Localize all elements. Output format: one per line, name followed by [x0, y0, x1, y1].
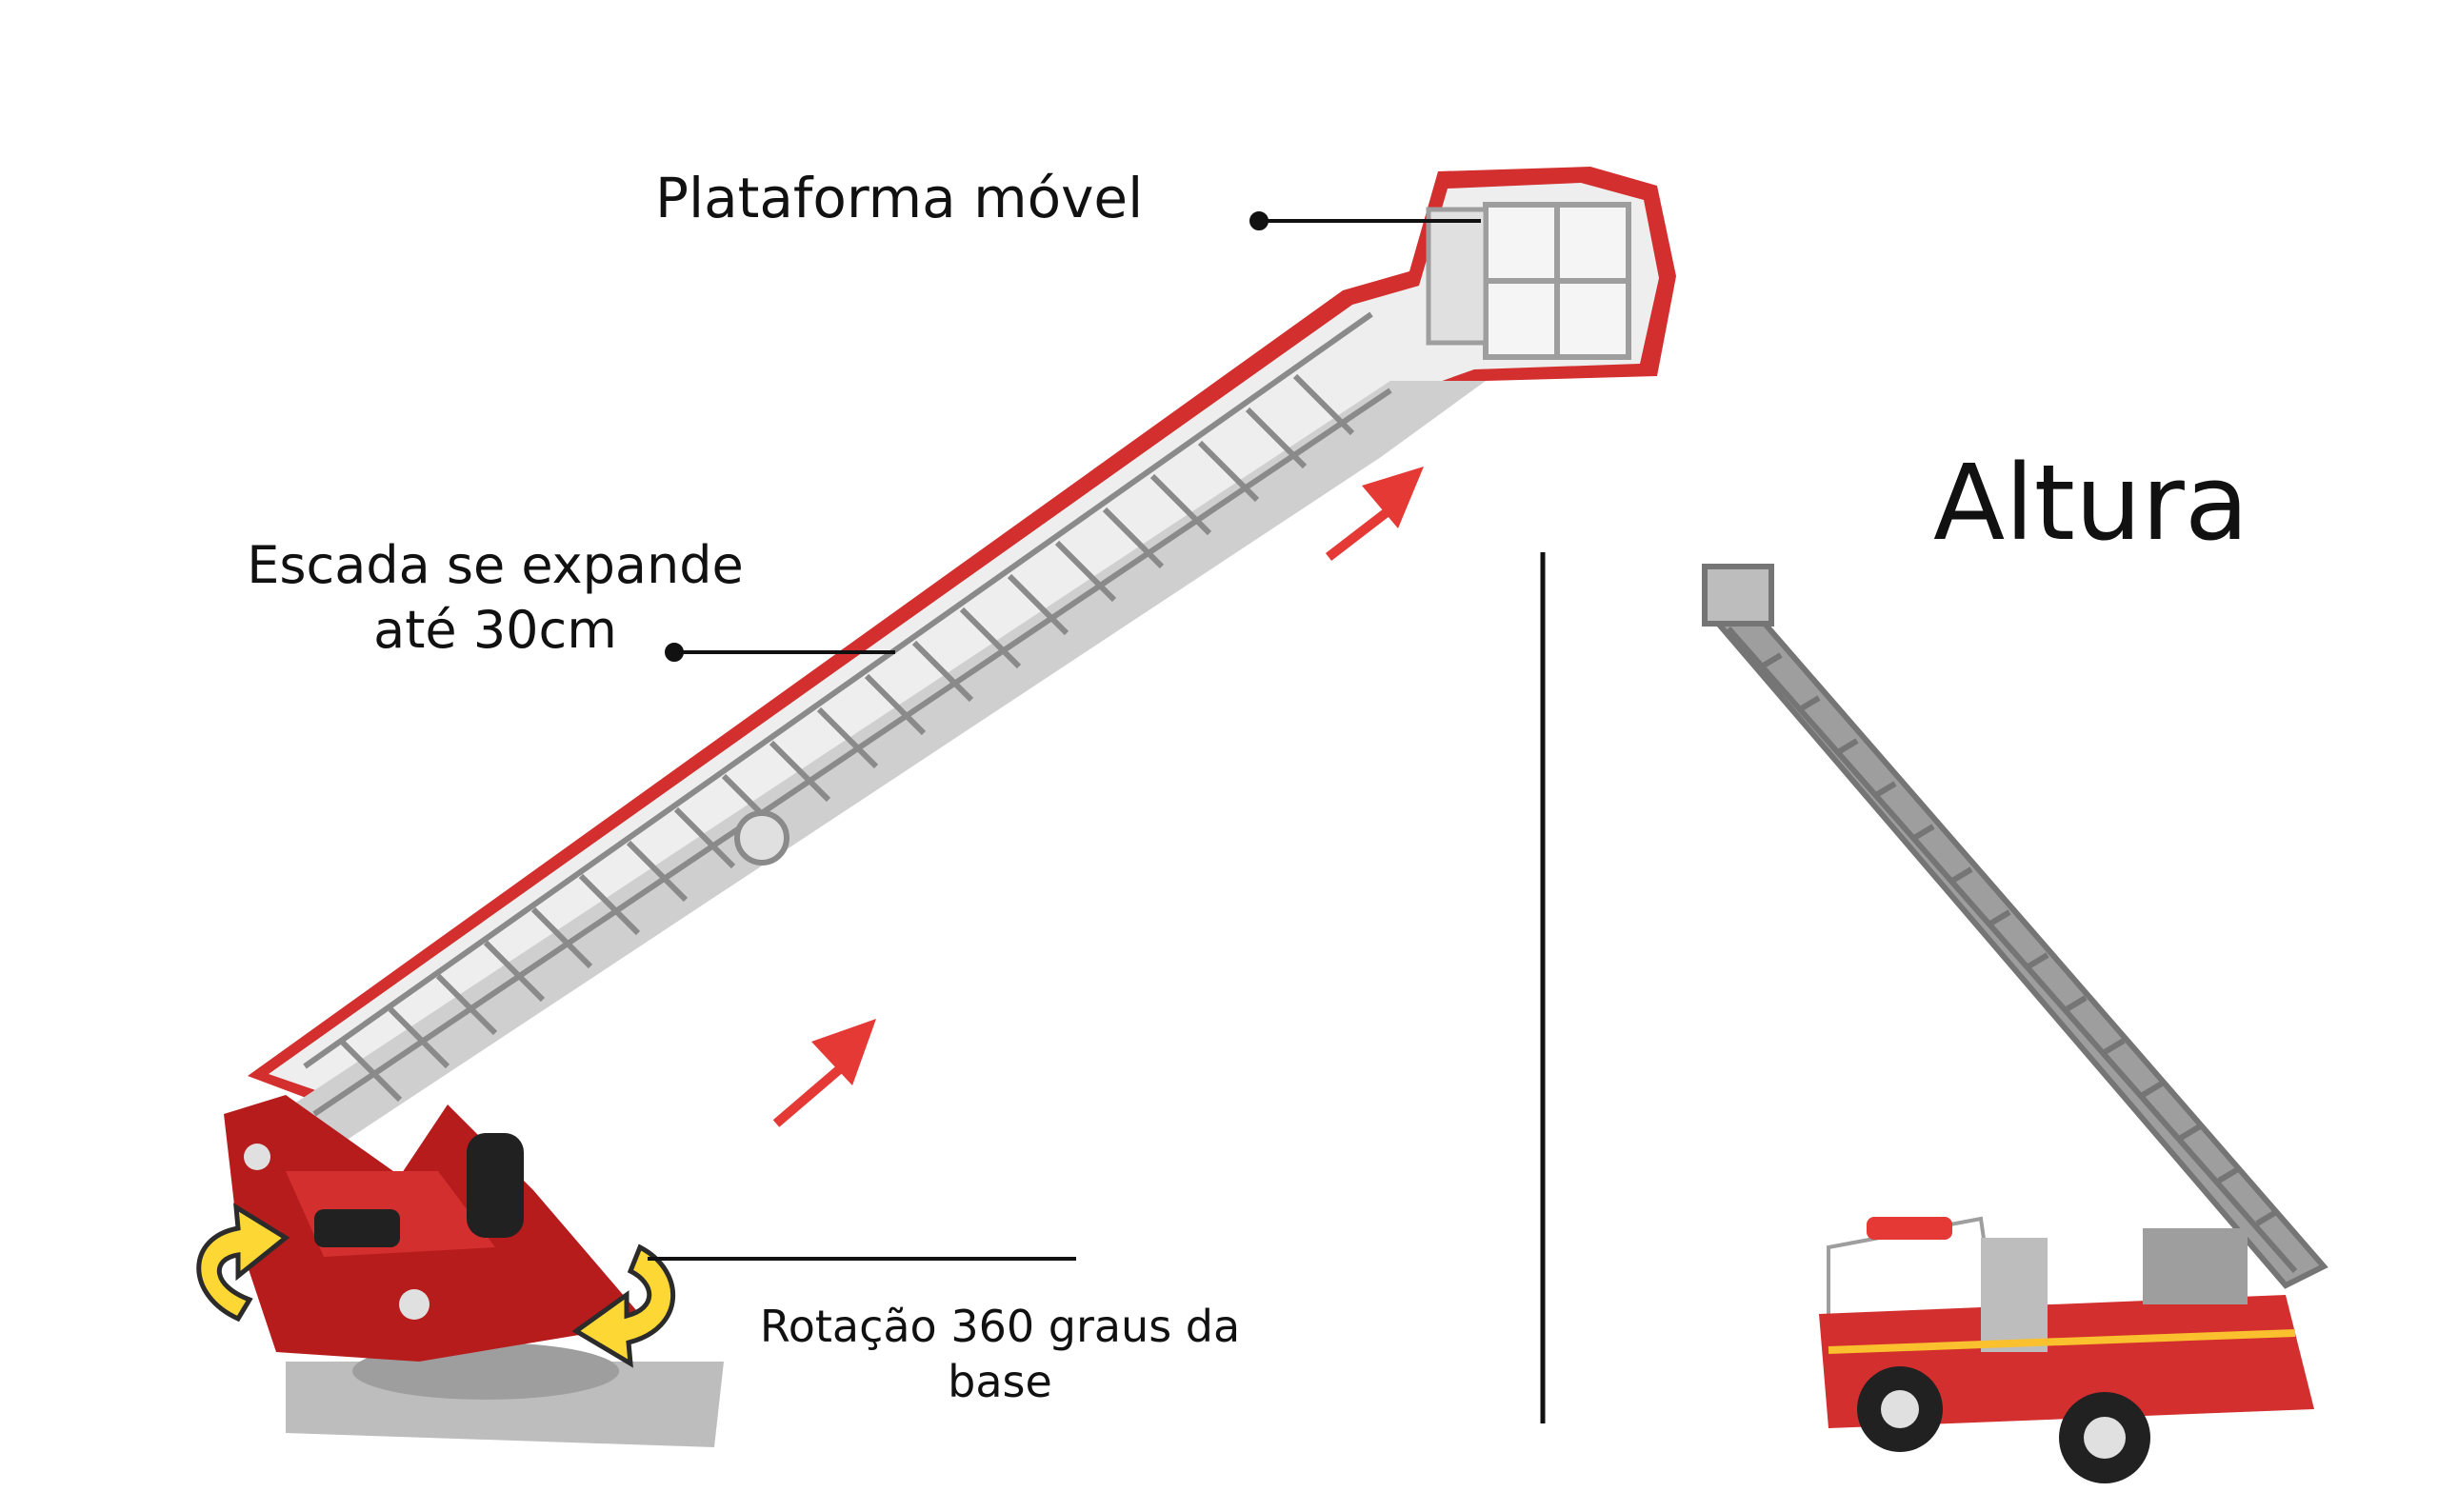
ladder-label-line2: até 30cm	[373, 599, 617, 660]
platform-label: Plataforma móvel	[655, 166, 1144, 230]
ladder-lower-rail	[286, 381, 1486, 1143]
rotation-arrow-right-icon	[571, 1243, 675, 1368]
rotation-label: Rotação 360 graus da base	[724, 1300, 1276, 1409]
rotation-arrow-icons	[196, 1203, 675, 1368]
ladder-hinge	[734, 810, 789, 865]
rotation-label-line1: Rotação 360 graus da	[759, 1301, 1241, 1352]
upper-direction-arrow-icon	[1325, 467, 1424, 561]
height-title: Altura	[1933, 442, 2249, 564]
callout-leaders	[648, 211, 1481, 1261]
ladder-label: Escada se expande até 30cm	[219, 533, 771, 662]
extending-ladder	[248, 167, 1676, 1143]
platform-cage	[1426, 202, 1631, 360]
ladder-label-line1: Escada se expande	[247, 535, 744, 595]
rotation-arrow-left-icon	[196, 1203, 290, 1323]
truck-wheels	[1857, 1366, 2150, 1483]
lower-direction-arrow-icon	[772, 1019, 876, 1127]
fire-truck-illustration	[1702, 564, 2328, 1483]
ladder-body	[269, 183, 1659, 1093]
rotation-label-line2: base	[948, 1355, 1052, 1407]
direction-arrow-icons	[772, 467, 1424, 1127]
turntable-base	[224, 1095, 724, 1447]
truck-body	[1819, 1295, 2314, 1428]
truck-ladder	[1702, 564, 2328, 1289]
